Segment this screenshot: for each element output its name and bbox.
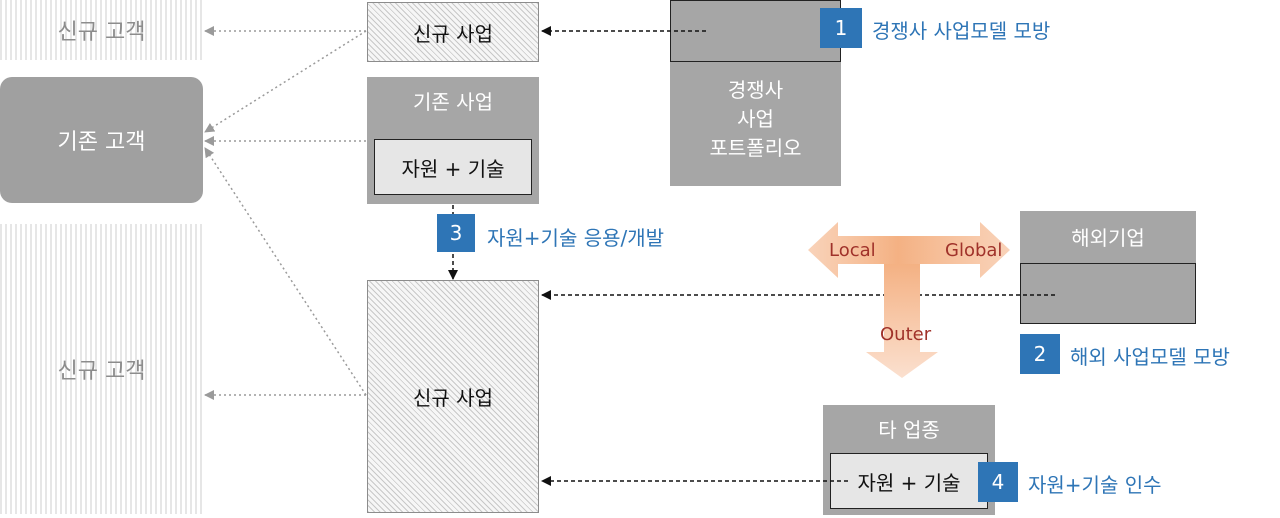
existing-business-resources: 자원 + 기술 [374,139,532,195]
overseas-company-title: 해외기업 [1071,225,1145,250]
overseas-source-box [1020,263,1196,324]
strategy-3-badge: 3 [437,214,475,252]
direction-outer-label: Outer [880,324,932,345]
existing-customer: 기존 고객 [0,77,203,203]
new-business-top-label: 신규 사업 [413,21,493,46]
other-industry-resources: 자원 + 기술 [830,453,988,509]
strategy-2-label: 해외 사업모델 모방 [1070,345,1230,369]
other-industry-title: 타 업종 [878,417,940,442]
new-customer-bottom: 신규 고객 [0,224,203,514]
new-business-main: 신규 사업 [367,280,539,513]
overseas-company: 해외기업 [1020,211,1196,324]
new-business-main-label: 신규 사업 [413,386,493,410]
direction-arrows [808,222,1010,378]
existing-business-title: 기존 사업 [413,89,493,114]
arrow-newmain-to-existingcustomer [204,147,367,396]
arrow-global [898,222,1010,278]
other-industry: 타 업종 자원 + 기술 [823,405,995,515]
existing-business: 기존 사업 자원 + 기술 [367,77,539,204]
new-customer-bottom-label: 신규 고객 [57,359,146,384]
arrow-newtop-to-existingcustomer [204,30,367,133]
arrow-local [808,222,898,278]
direction-global-label: Global [945,240,1003,261]
existing-customer-label: 기존 고객 [57,130,146,155]
new-customer-top-label: 신규 고객 [57,20,146,45]
strategy-4-badge: 4 [978,462,1018,502]
strategy-1-label: 경쟁사 사업모델 모방 [872,19,1051,43]
strategy-1-badge: 1 [820,8,862,48]
direction-local-label: Local [829,240,876,261]
strategy-3-label: 자원+기술 응용/개발 [487,226,665,250]
arrow-outer [866,264,938,378]
new-customer-top: 신규 고객 [0,0,203,60]
competitor-portfolio-label: 경쟁사 사업 포트폴리오 [709,78,802,160]
new-business-top: 신규 사업 [367,2,539,62]
strategy-4-label: 자원+기술 인수 [1028,473,1162,497]
strategy-2-badge: 2 [1020,334,1060,374]
